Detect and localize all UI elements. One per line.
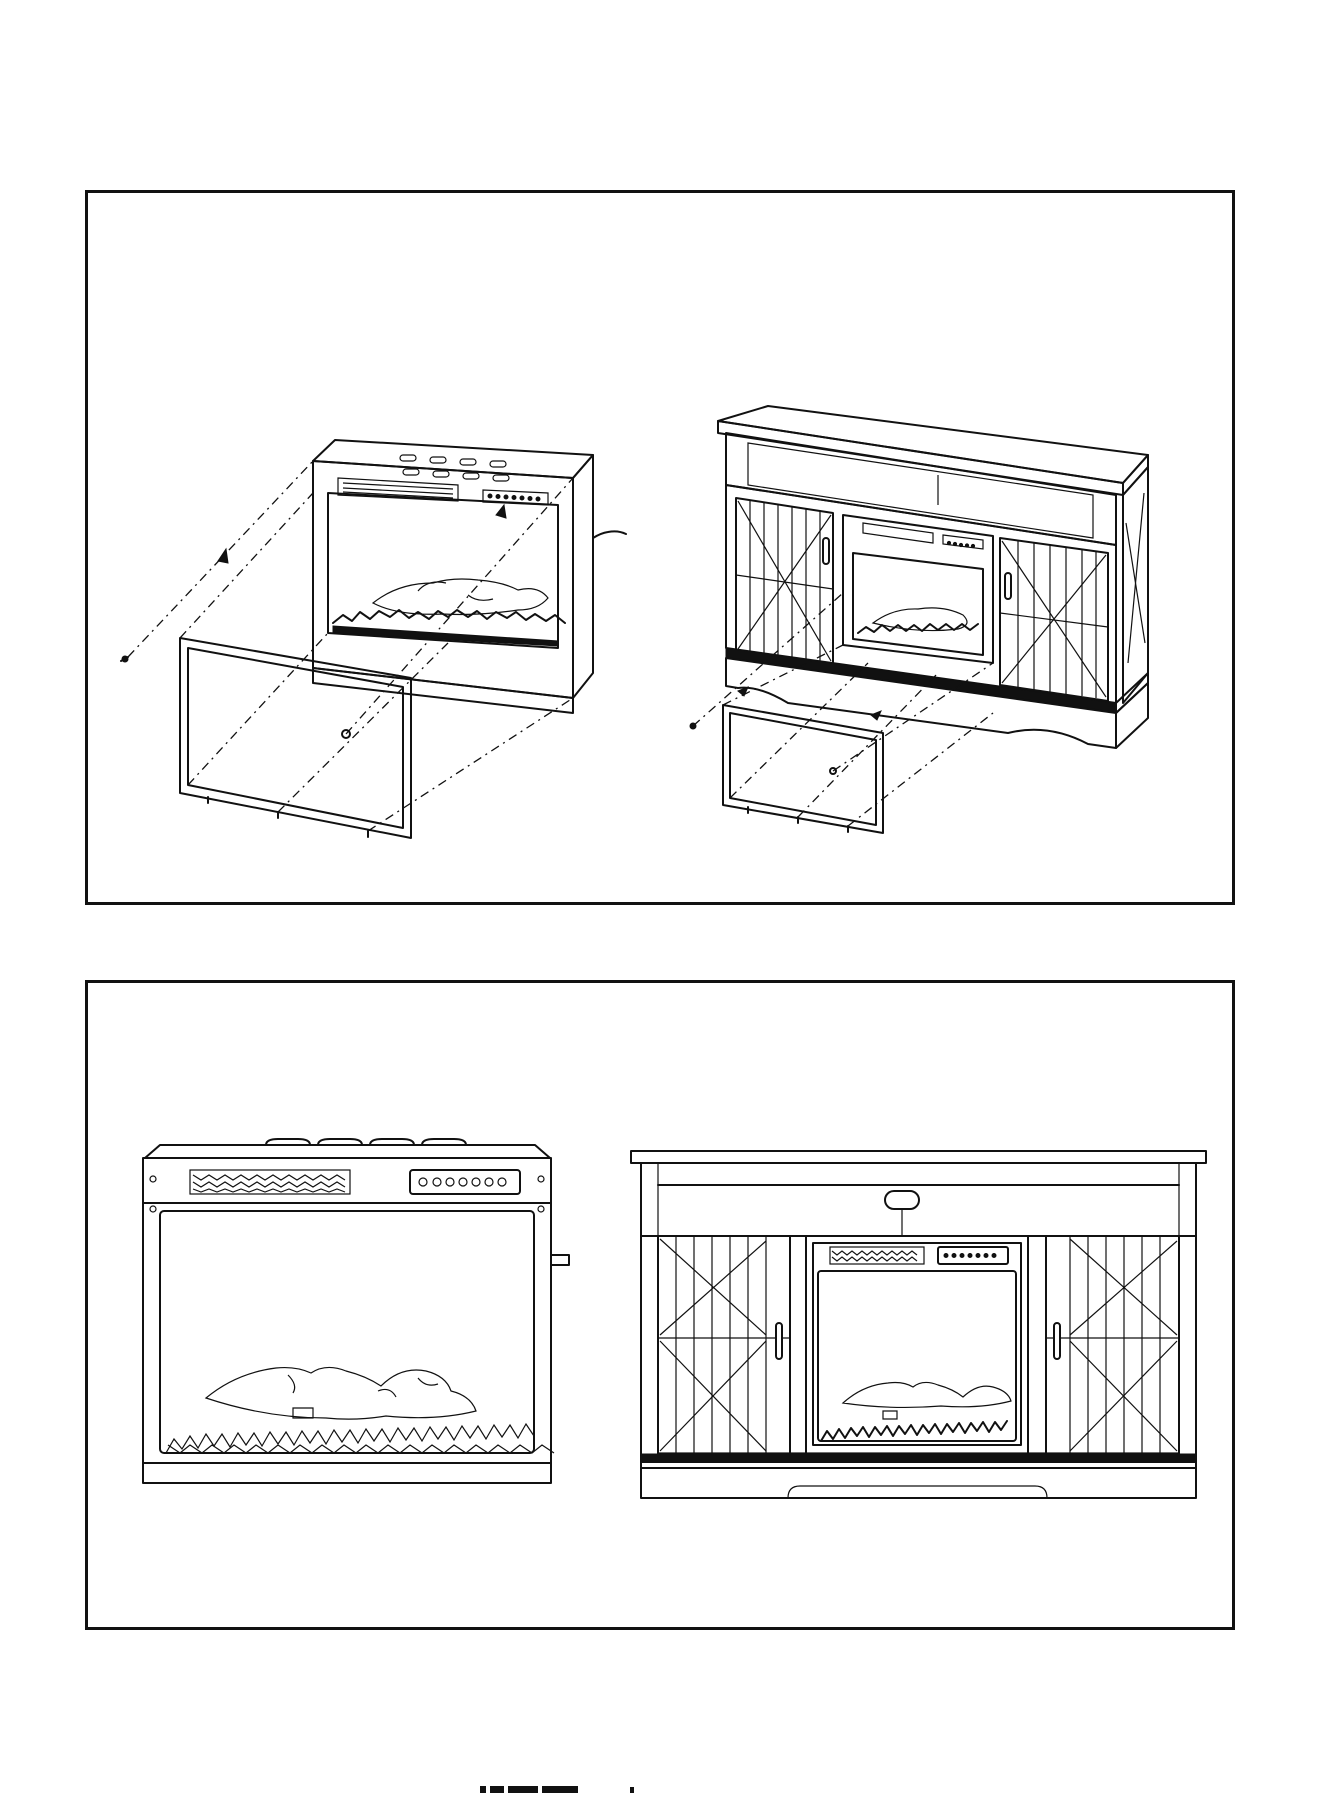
- footer-mark-icon: [470, 1783, 710, 1793]
- front-view-illustration: [88, 983, 1238, 1633]
- fireplace-insert-exploded-icon: [121, 440, 626, 838]
- assembly-panel: [85, 190, 1235, 905]
- tv-stand-front-icon: [631, 1151, 1206, 1498]
- assembly-illustration: [88, 193, 1238, 908]
- fireplace-insert-front-icon: [143, 1139, 569, 1483]
- tv-stand-exploded-icon: [690, 406, 1148, 833]
- front-view-panel: [85, 980, 1235, 1630]
